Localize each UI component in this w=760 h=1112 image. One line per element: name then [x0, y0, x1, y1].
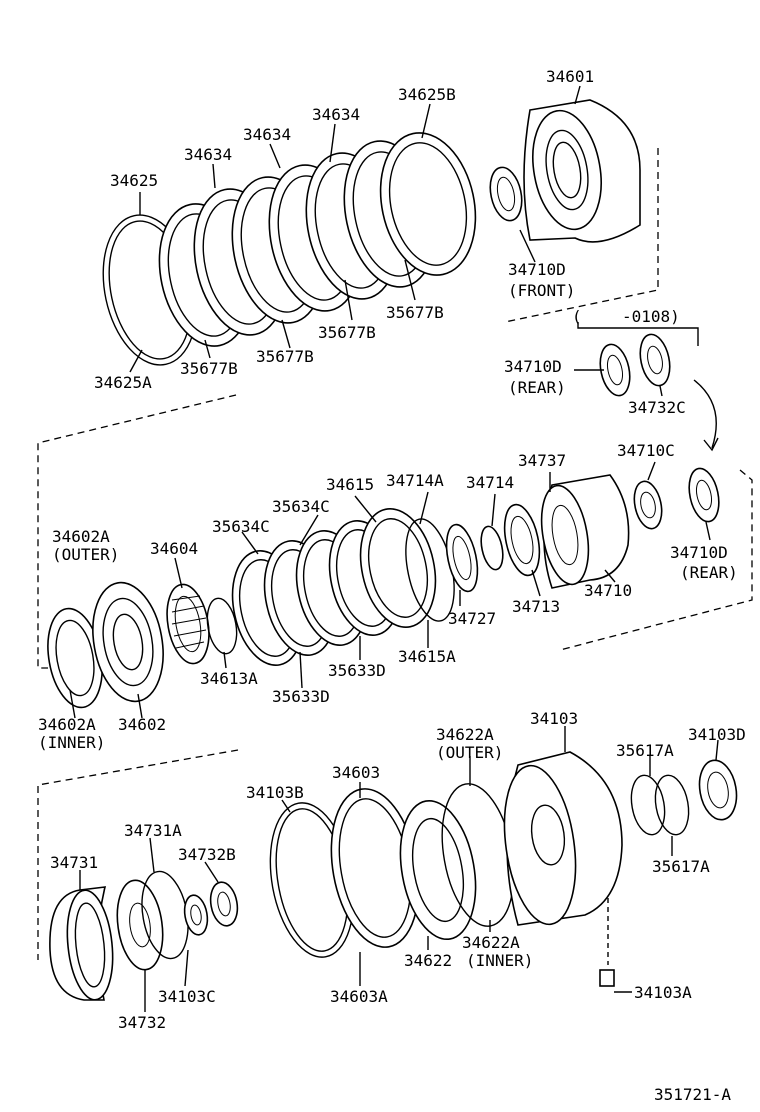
label-34613A: 34613A [200, 669, 258, 688]
one-way-clutch-34713 [503, 503, 541, 577]
label-35634C-a: 35634C [272, 497, 330, 516]
sun-gear-input-34732 [116, 879, 164, 971]
label-34634-c: 34634 [184, 145, 232, 164]
label-34714A: 34714A [386, 471, 444, 490]
label-34103D: 34103D [688, 725, 746, 744]
label-34625A: 34625A [94, 373, 152, 392]
label-outer-b: (OUTER) [436, 743, 503, 762]
part-labels: 34601 34625B 34634 34634 34634 34625 347… [38, 67, 746, 1104]
label-34710D-rear: 34710D [504, 357, 562, 376]
label-rear-2: (REAR) [680, 563, 738, 582]
label-35677B-a: 35677B [386, 303, 444, 322]
label-35677B-c: 35677B [256, 347, 314, 366]
piston-34622 [399, 799, 477, 941]
spring-retainer-34604 [166, 583, 210, 665]
label-34634-a: 34634 [312, 105, 360, 124]
label-35677B-d: 35677B [180, 359, 238, 378]
label-34622A-outer: 34622A [436, 725, 494, 744]
label-34625: 34625 [110, 171, 158, 190]
o-ring-35617A-b [654, 774, 690, 836]
label-34625B: 34625B [398, 85, 456, 104]
label-34732: 34732 [118, 1013, 166, 1032]
label-inner-a: (INNER) [38, 733, 105, 752]
thrust-washer-34103C [183, 894, 209, 936]
label-34737: 34737 [518, 451, 566, 470]
thrust-washer-34732C [639, 333, 671, 387]
label-35617A-a: 35617A [616, 741, 674, 760]
snap-ring-34613A [206, 597, 238, 655]
label-34727: 34727 [448, 609, 496, 628]
label-34622A-inner: 34622A [462, 933, 520, 952]
carrier-34710 [540, 474, 630, 589]
label-outer-a: (OUTER) [52, 545, 119, 564]
washer-34602A [47, 607, 103, 709]
label-34103B: 34103B [246, 783, 304, 802]
label-34603A: 34603A [330, 987, 388, 1006]
label-34601: 34601 [546, 67, 594, 86]
clutch-plates-mid [231, 508, 437, 666]
label-34714: 34714 [466, 473, 514, 492]
section-boundary-mid [37, 394, 237, 669]
washer-34103D [698, 759, 738, 821]
label-34602A-inner: 34602A [38, 715, 96, 734]
diagram-id: 351721-A [654, 1085, 731, 1104]
thrust-bearing-rear-2 [688, 467, 720, 523]
thrust-bearing-34732B [209, 881, 239, 927]
label-34710C: 34710C [617, 441, 675, 460]
race-34714 [480, 525, 504, 571]
label-front: (FRONT) [508, 281, 575, 300]
section-boundary-mid-right [559, 469, 753, 651]
label-34634-b: 34634 [243, 125, 291, 144]
label-35633D-a: 35633D [328, 661, 386, 680]
label-34732B: 34732B [178, 845, 236, 864]
label-35677B-b: 35677B [318, 323, 376, 342]
section-boundary-top [504, 148, 659, 323]
thrust-bearing-front [489, 166, 523, 222]
bearing-34727 [445, 523, 479, 593]
label-34615: 34615 [326, 475, 374, 494]
label-34604: 34604 [150, 539, 198, 558]
label-34731: 34731 [50, 853, 98, 872]
label-inner-b: (INNER) [466, 951, 533, 970]
label-34103C: 34103C [158, 987, 216, 1006]
arrow-head [703, 437, 719, 452]
arrow-curve [693, 379, 717, 449]
drum-34731 [49, 886, 114, 1001]
thrust-washer-34710C [633, 480, 663, 530]
label-34731A: 34731A [124, 821, 182, 840]
clutch-drum-34601 [523, 99, 641, 243]
label-35617A-b: 35617A [652, 857, 710, 876]
clutch-plates-top [158, 132, 477, 347]
range-bracket [577, 322, 699, 346]
label-35633D-b: 35633D [272, 687, 330, 706]
label-34710: 34710 [584, 581, 632, 600]
label-34710D-front: 34710D [508, 260, 566, 279]
label-35634C-b: 35634C [212, 517, 270, 536]
label-34710D-rear-2: 34710D [670, 543, 728, 562]
label-34103A: 34103A [634, 983, 692, 1002]
thrust-bearing-rear [599, 343, 631, 397]
label-range-code: -0108) [622, 307, 680, 326]
o-ring-35617A-a [630, 774, 666, 836]
label-range-open: ( [572, 307, 582, 326]
label-34602: 34602 [118, 715, 166, 734]
label-34602A-outer: 34602A [52, 527, 110, 546]
label-34622: 34622 [404, 951, 452, 970]
label-34103: 34103 [530, 709, 578, 728]
leader-lines [69, 85, 719, 1012]
bolt-34103A [599, 898, 632, 993]
label-rear: (REAR) [508, 378, 566, 397]
label-34732C: 34732C [628, 398, 686, 417]
label-34615A: 34615A [398, 647, 456, 666]
piston-34602 [92, 581, 164, 703]
housing-34103 [503, 751, 623, 926]
label-34603: 34603 [332, 763, 380, 782]
label-34713: 34713 [512, 597, 560, 616]
